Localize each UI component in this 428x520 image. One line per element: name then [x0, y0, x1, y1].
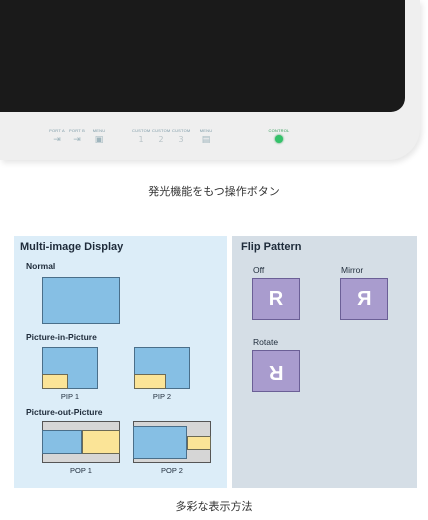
menu-icon: ▤	[201, 135, 211, 145]
monitor-photo: PORT A ⇥ PORT B ⇥ MENU ▣ CUSTOM 1 CUSTOM…	[0, 0, 428, 166]
pop1-frame	[42, 421, 120, 463]
pip2-sub	[134, 374, 166, 389]
flip-mirror-label: Mirror	[341, 265, 364, 275]
pop1-main	[42, 430, 82, 454]
port-b-button[interactable]: PORT B ⇥	[66, 128, 88, 145]
pop-label: Picture-out-Picture	[26, 407, 103, 417]
flip-mirror-box: R	[340, 278, 388, 320]
multi-image-title: Multi-image Display	[20, 241, 124, 253]
normal-screen	[42, 277, 120, 324]
input-arrow-icon: ⇥	[53, 135, 61, 145]
power-led-icon	[275, 135, 283, 143]
flip-pattern-panel: Flip Pattern Off R Mirror R Rotate R	[232, 236, 417, 488]
letter-r-mirrored: R	[356, 287, 372, 310]
letter-r: R	[268, 287, 284, 310]
pip1-main	[42, 347, 98, 389]
flip-pattern-title: Flip Pattern	[241, 241, 302, 253]
pip1-label: PIP 1	[60, 392, 80, 401]
normal-label: Normal	[26, 261, 56, 271]
custom-3-button[interactable]: CUSTOM 3	[172, 128, 191, 144]
pip1-sub	[42, 374, 68, 389]
menu-icon: ▣	[94, 135, 104, 145]
pop1-label: POP 1	[70, 466, 92, 475]
custom-2-button[interactable]: CUSTOM 2	[152, 128, 171, 144]
menu-button[interactable]: MENU ▣	[88, 128, 110, 145]
flip-rotate-label: Rotate	[253, 337, 279, 347]
pip2-main	[134, 347, 190, 389]
caption-buttons: 発光機能をもつ操作ボタン	[148, 185, 280, 198]
custom-1-button[interactable]: CUSTOM 1	[132, 128, 151, 144]
flip-off-label: Off	[253, 265, 265, 275]
pip-label: Picture-in-Picture	[26, 332, 97, 342]
flip-rotate-box: R	[252, 350, 300, 392]
flip-off-box: R	[252, 278, 300, 320]
pop1-sub	[82, 430, 120, 454]
menu-button-2[interactable]: MENU ▤	[196, 128, 216, 145]
pop2-sub	[187, 436, 211, 450]
caption-display-methods: 多彩な表示方法	[175, 500, 253, 513]
pop2-frame	[133, 421, 211, 463]
letter-r-rotated: R	[268, 360, 284, 383]
pop2-main	[133, 426, 187, 459]
port-a-button[interactable]: PORT A ⇥	[46, 128, 68, 145]
multi-image-panel: Multi-image Display Normal Picture-in-Pi…	[14, 236, 227, 488]
pop2-label: POP 2	[161, 466, 183, 475]
input-arrow-icon: ⇥	[73, 135, 81, 145]
monitor-screen	[0, 0, 405, 112]
power-button[interactable]: CONTROL	[266, 128, 292, 143]
pip2-label: PIP 2	[152, 392, 172, 401]
